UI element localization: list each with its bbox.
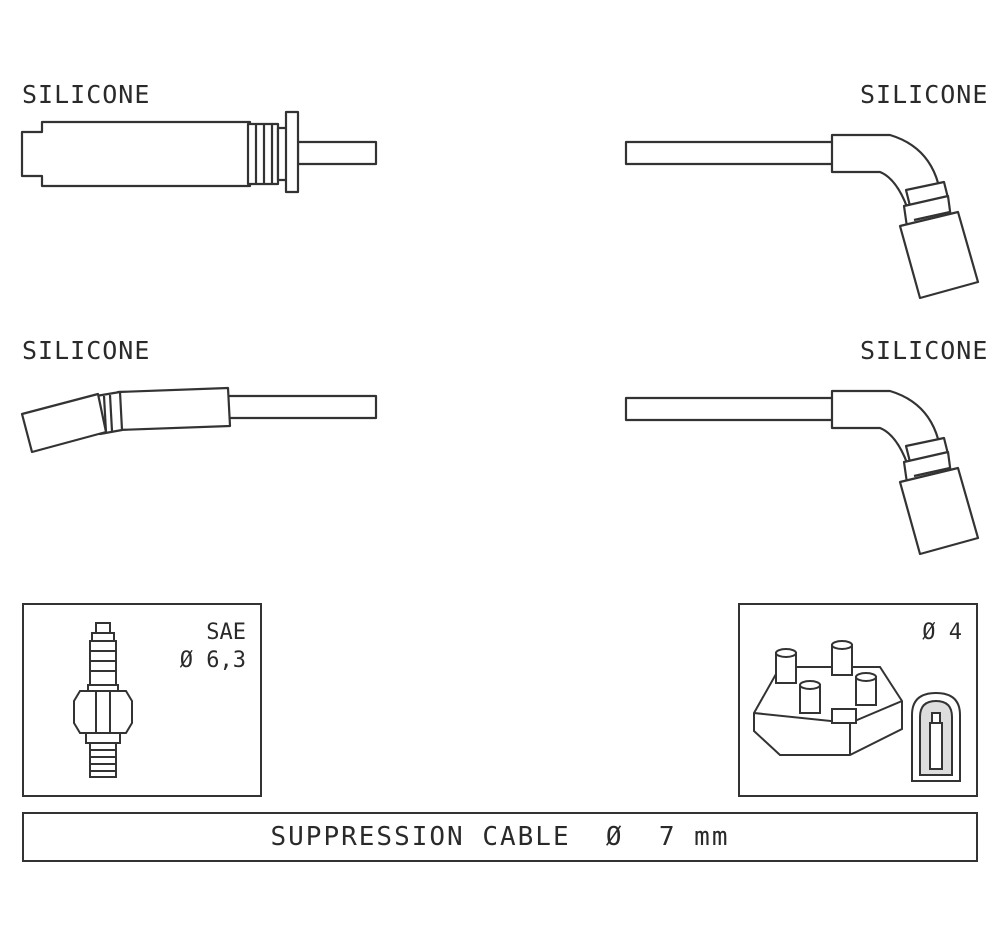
label-top-left: SILICONE — [22, 80, 151, 109]
label-mid-right: SILICONE — [860, 336, 989, 365]
angled-boot-connector-top — [624, 133, 980, 300]
suppression-cable-banner: SUPPRESSION CABLE Ø 7 mm — [22, 812, 978, 862]
angled-straight-connector — [20, 386, 378, 454]
spark-plug-icon — [73, 622, 133, 778]
spark-plug-box: SAE Ø 6,3 — [22, 603, 262, 797]
label-mid-left: SILICONE — [22, 336, 151, 365]
straight-flanged-connector — [20, 110, 378, 194]
spark-plug-spec-diameter: Ø 6,3 — [179, 648, 246, 673]
coil-spec-diameter: Ø 4 — [922, 620, 962, 645]
ignition-coil-box: Ø 4 — [738, 603, 978, 797]
spark-plug-spec: SAE Ø 6,3 — [180, 619, 246, 675]
suppression-cable-text: SUPPRESSION CABLE Ø 7 mm — [270, 822, 730, 852]
label-top-right: SILICONE — [860, 80, 989, 109]
ignition-coil-icon — [753, 640, 961, 782]
coil-spec: Ø 4 — [922, 619, 962, 647]
angled-boot-connector-mid — [624, 389, 980, 556]
spark-plug-spec-type: SAE — [206, 620, 246, 645]
